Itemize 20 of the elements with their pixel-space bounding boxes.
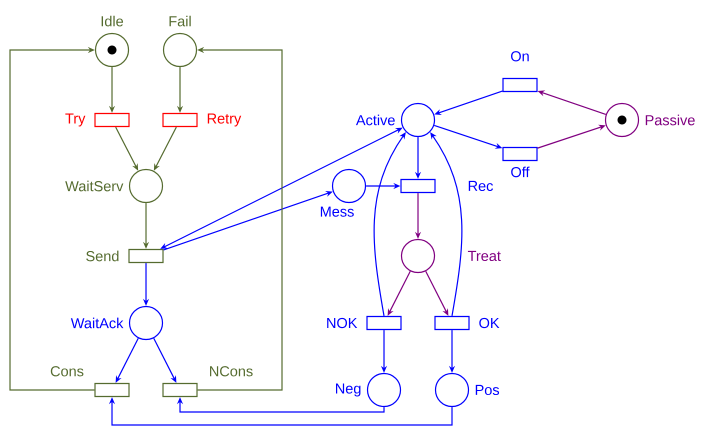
node-label: Try: [65, 114, 86, 126]
node-label: NOK: [327, 318, 358, 328]
node-label: Send: [86, 250, 118, 262]
node-label: Rec: [468, 180, 493, 192]
node-label: On: [511, 51, 529, 62]
node-label: NCons: [210, 366, 253, 376]
node-label: WaitServ: [65, 180, 124, 192]
node-label: Pos: [476, 384, 500, 396]
node-label: Retry: [208, 114, 242, 126]
node-label: Treat: [468, 250, 501, 262]
node-label: Neg: [336, 384, 360, 396]
node-label: Idle: [102, 16, 124, 26]
node-label: Off: [511, 166, 530, 178]
node-label: WaitAck: [70, 318, 124, 328]
node-label: Mess: [320, 206, 354, 217]
node-label: Passive: [646, 114, 695, 126]
node-label: Cons: [50, 366, 84, 376]
node-label: Fail: [170, 16, 191, 26]
node-label: OK: [479, 318, 500, 328]
node-label: Active: [356, 114, 395, 126]
